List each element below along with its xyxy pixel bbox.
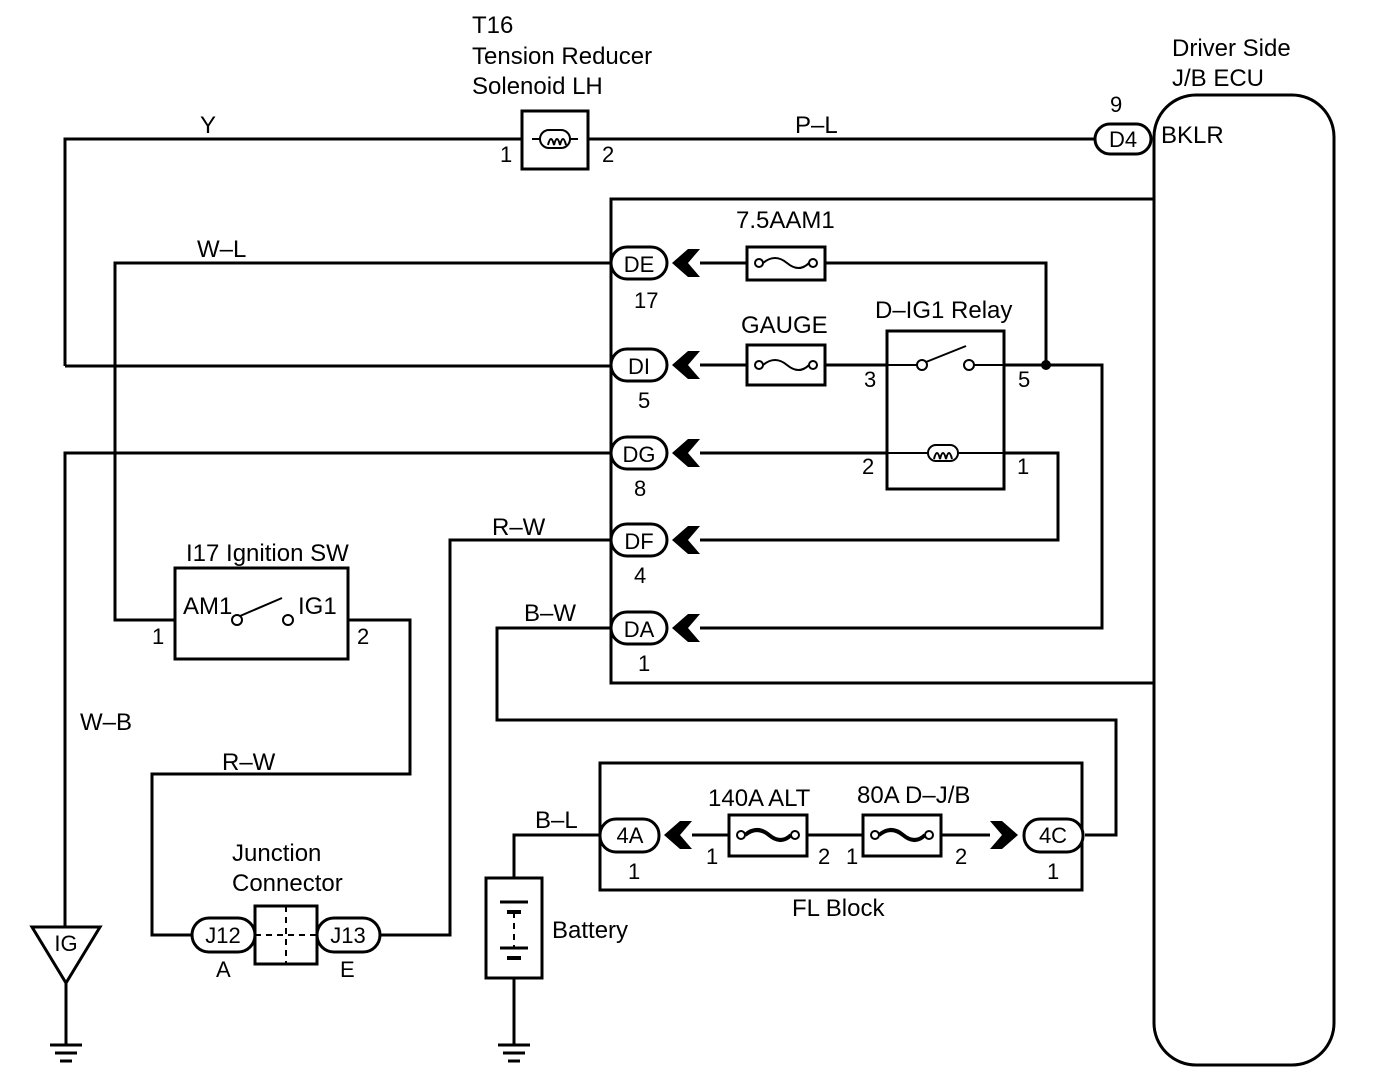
fl-block-label: FL Block (792, 895, 885, 922)
connector-4a-pin: 1 (628, 859, 640, 884)
connector-dg: DG (609, 435, 700, 471)
svg-text:IG: IG (54, 931, 77, 956)
connector-j13-pin: E (340, 957, 355, 982)
wire-rw-top-label: R–W (492, 514, 546, 541)
ignition-pin1: 1 (152, 624, 164, 649)
wire-y-label: Y (200, 112, 216, 139)
connector-de: DE (609, 245, 700, 281)
junction-connector-label-line1: Junction (232, 840, 321, 867)
ignition-term-ig1: IG1 (298, 593, 337, 620)
fuse-140a-pin1: 1 (706, 844, 718, 869)
fl-block-box (598, 761, 1084, 892)
battery-symbol (484, 876, 544, 1063)
svg-text:DF: DF (624, 529, 653, 554)
d-ig1-relay (885, 329, 1006, 491)
fuse-80a-label: 80A D–J/B (857, 782, 970, 809)
svg-text:4C: 4C (1039, 823, 1067, 848)
wire-rw-top (380, 538, 611, 937)
wire-bw (495, 626, 1118, 837)
connector-di-pin: 5 (638, 388, 650, 413)
svg-text:DE: DE (624, 252, 655, 277)
wire-bl (512, 833, 600, 878)
wire-bl-label: B–L (535, 807, 578, 834)
relay-pin5: 5 (1018, 367, 1030, 392)
junction-connector-label-line2: Connector (232, 870, 343, 897)
svg-text:4A: 4A (617, 823, 644, 848)
connector-de-pin: 17 (634, 288, 658, 313)
wire-wb (63, 451, 611, 927)
connector-da-pin: 1 (638, 651, 650, 676)
relay-pin2: 2 (862, 454, 874, 479)
ecu-terminal-label: BKLR (1161, 122, 1224, 149)
junction-block-outline (609, 197, 1154, 685)
relay-pin3: 3 (864, 367, 876, 392)
fuse-140a-alt-label: 140A ALT (708, 785, 811, 812)
fuse-am1 (745, 245, 827, 282)
svg-text:DA: DA (624, 617, 655, 642)
connector-4c: 4C (990, 817, 1085, 854)
svg-text:DI: DI (628, 354, 650, 379)
splice-point (1041, 360, 1051, 370)
relay-pin1: 1 (1017, 454, 1029, 479)
svg-text:D4: D4 (1109, 127, 1137, 152)
svg-text:DG: DG (623, 442, 656, 467)
fuse-gauge-label: GAUGE (741, 312, 828, 339)
connector-df: DF (609, 522, 700, 558)
ignition-term-am1: AM1 (183, 593, 232, 620)
connector-d4: D4 (1093, 122, 1153, 156)
fuse-80a-pin2: 2 (955, 844, 967, 869)
connector-j13: J13 (315, 916, 382, 954)
ecu-label-line2: J/B ECU (1172, 65, 1264, 92)
ecu-box (1152, 93, 1336, 1067)
fuse-80a-pin1: 1 (846, 844, 858, 869)
wire-y (63, 137, 522, 366)
connector-da: DA (609, 610, 700, 646)
solenoid-id: T16 (472, 12, 513, 39)
ig-ground-symbol: IG (29, 925, 103, 1063)
battery-label: Battery (552, 917, 628, 944)
wire-rw-bottom (150, 618, 412, 937)
wire-wl (113, 261, 611, 622)
solenoid-name-line1: Tension Reducer (472, 43, 652, 70)
connector-d4-pin: 9 (1110, 92, 1122, 117)
ecu-label-line1: Driver Side (1172, 35, 1291, 62)
fuse-gauge (745, 343, 827, 387)
solenoid-pin1: 1 (500, 142, 512, 167)
connector-4a: 4A (598, 817, 692, 854)
wire-rw-bottom-label: R–W (222, 749, 276, 776)
connector-4c-pin: 1 (1047, 859, 1059, 884)
connector-di: DI (609, 347, 700, 383)
connector-j12: J12 (190, 916, 257, 954)
tension-reducer-solenoid (520, 109, 590, 171)
svg-text:J12: J12 (205, 923, 240, 948)
solenoid-name-line2: Solenoid LH (472, 73, 603, 100)
solenoid-pin2: 2 (602, 142, 614, 167)
wire-pl-label: P–L (795, 112, 838, 139)
svg-text:J13: J13 (330, 923, 365, 948)
ignition-pin2: 2 (357, 624, 369, 649)
connector-dg-pin: 8 (634, 476, 646, 501)
fuse-am1-label: 7.5AAM1 (736, 207, 835, 234)
fuse-140a-alt (727, 813, 809, 858)
ignition-switch (173, 566, 350, 661)
fuse-140a-pin2: 2 (818, 844, 830, 869)
relay-label: D–IG1 Relay (875, 297, 1012, 324)
connector-df-pin: 4 (634, 563, 646, 588)
ignition-switch-label: I17 Ignition SW (186, 540, 349, 567)
wire-wb-label: W–B (80, 709, 132, 736)
connector-j12-pin: A (216, 957, 231, 982)
fuse-80a-dj-b (861, 813, 943, 858)
wire-wl-label: W–L (197, 236, 246, 263)
junction-connector (253, 904, 319, 966)
wire-bw-label: B–W (524, 600, 576, 627)
